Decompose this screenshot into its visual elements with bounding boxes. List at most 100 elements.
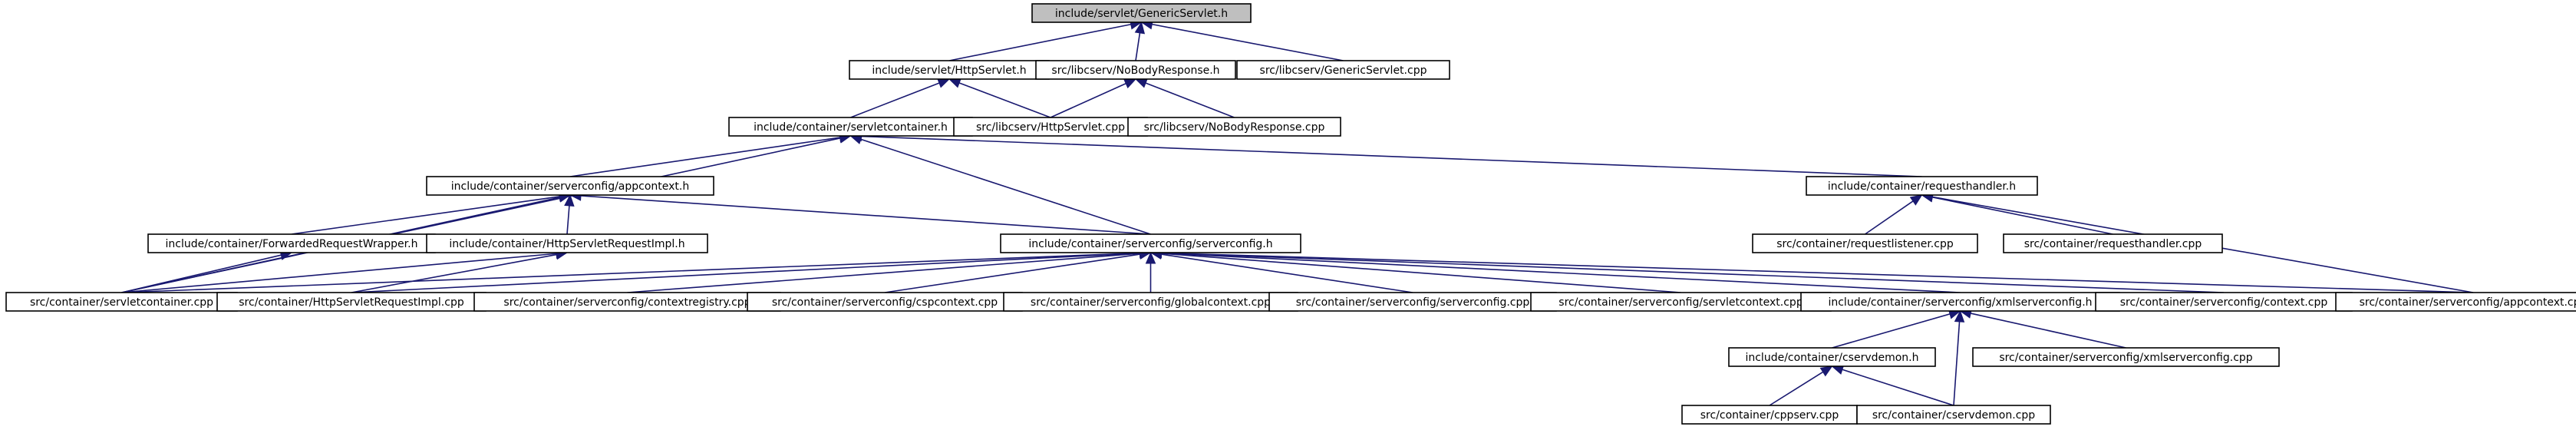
dependency-edge <box>1161 253 1681 293</box>
graph-node[interactable]: include/container/ForwardedRequestWrappe… <box>147 233 436 253</box>
graph-node[interactable]: src/container/serverconfig/xmlserverconf… <box>1972 347 2280 367</box>
node-label[interactable]: src/libcserv/NoBodyResponse.h <box>1051 64 1219 77</box>
edge-arrowhead <box>948 78 961 88</box>
node-label[interactable]: src/container/cservdemon.cpp <box>1872 409 2035 422</box>
graph-node[interactable]: src/container/HttpServletRequestImpl.cpp <box>216 292 487 312</box>
node-label[interactable]: include/container/HttpServletRequestImpl… <box>449 238 684 250</box>
node-box[interactable] <box>728 117 973 137</box>
node-label[interactable]: include/servlet/HttpServlet.h <box>872 64 1026 77</box>
dependency-edge <box>1161 252 2474 293</box>
node-label[interactable]: src/container/cppserv.cpp <box>1700 409 1839 422</box>
graph-node[interactable]: src/container/serverconfig/globalcontext… <box>1003 292 1298 312</box>
node-label[interactable]: src/container/serverconfig/cspcontext.cp… <box>772 296 998 309</box>
graph-node[interactable]: src/container/requesthandler.cpp <box>2003 233 2223 253</box>
graph-node[interactable]: include/container/cservdemon.h <box>1728 347 1936 367</box>
node-label[interactable]: src/container/serverconfig/servletcontex… <box>1558 296 1803 309</box>
node-label[interactable]: src/container/serverconfig/serverconfig.… <box>1296 296 1530 309</box>
node-box[interactable] <box>1003 292 1298 312</box>
graph-node[interactable]: src/libcserv/HttpServlet.cpp <box>953 117 1148 137</box>
edge-arrowhead <box>937 78 951 88</box>
graph-node[interactable]: src/container/servletcontainer.cpp <box>5 292 238 312</box>
node-label[interactable]: src/container/serverconfig/globalcontext… <box>1031 296 1271 309</box>
graph-node[interactable]: src/libcserv/NoBodyResponse.h <box>1035 60 1236 80</box>
node-label[interactable]: include/container/servletcontainer.h <box>754 121 948 134</box>
dependency-edge <box>1152 23 1344 61</box>
dependency-edge <box>1161 253 1413 293</box>
dependency-edge <box>884 253 1140 293</box>
node-box[interactable] <box>2335 292 2576 312</box>
dependency-edge <box>1769 371 1824 406</box>
graph-node[interactable]: src/container/cppserv.cpp <box>1681 405 1858 425</box>
dependency-edge <box>1145 82 1235 118</box>
node-label[interactable]: include/container/ForwardedRequestWrappe… <box>166 238 418 250</box>
graph-node[interactable]: include/container/servletcontainer.h <box>728 117 973 137</box>
graph-node[interactable]: include/container/serverconfig/xmlserver… <box>1800 292 2120 312</box>
graph-node[interactable]: include/container/serverconfig/appcontex… <box>426 176 714 196</box>
node-box[interactable] <box>426 176 714 196</box>
dependency-edge <box>1135 32 1141 61</box>
graph-node[interactable]: src/container/requestlistener.cpp <box>1752 233 1978 253</box>
dependency-edge <box>351 252 1140 293</box>
graph-node[interactable]: src/container/serverconfig/cspcontext.cp… <box>747 292 1023 312</box>
dependency-edge <box>291 196 560 235</box>
node-label[interactable]: src/container/serverconfig/context.cpp <box>2120 296 2328 309</box>
node-box[interactable] <box>1806 176 2038 196</box>
graph-node[interactable]: include/container/requesthandler.h <box>1806 176 2038 196</box>
dependency-edge <box>1953 321 1961 406</box>
graph-node[interactable]: include/servlet/HttpServlet.h <box>849 60 1050 80</box>
graph-node[interactable]: include/servlet/GenericServlet.h <box>1031 3 1252 23</box>
node-label[interactable]: src/container/serverconfig/contextregist… <box>503 296 750 309</box>
node-box[interactable] <box>1681 405 1858 425</box>
edges-layer <box>121 19 2474 406</box>
graph-node[interactable]: include/container/HttpServletRequestImpl… <box>426 233 708 253</box>
dependency-edge <box>1832 313 1951 349</box>
node-box[interactable] <box>1035 60 1236 80</box>
node-box[interactable] <box>426 233 708 253</box>
node-label[interactable]: src/container/requestlistener.cpp <box>1776 238 1954 250</box>
dependency-edge <box>948 23 1131 61</box>
node-label[interactable]: include/container/serverconfig/xmlserver… <box>1828 296 2092 309</box>
graph-node[interactable]: src/container/serverconfig/appcontext.cp… <box>2335 292 2576 312</box>
node-label[interactable]: include/container/cservdemon.h <box>1745 352 1918 364</box>
dependency-edge <box>121 253 557 293</box>
node-label[interactable]: src/libcserv/GenericServlet.cpp <box>1260 64 1427 77</box>
node-label[interactable]: include/container/requesthandler.h <box>1828 180 2016 193</box>
graph-node[interactable]: src/libcserv/NoBodyResponse.cpp <box>1127 117 1341 137</box>
node-box[interactable] <box>1728 347 1936 367</box>
node-label[interactable]: src/container/requesthandler.cpp <box>2024 238 2202 250</box>
node-label[interactable]: src/container/HttpServletRequestImpl.cpp <box>239 296 464 309</box>
node-box[interactable] <box>1268 292 1557 312</box>
node-label[interactable]: src/container/servletcontainer.cpp <box>30 296 213 309</box>
dependency-edge <box>1842 369 1954 406</box>
node-label[interactable]: src/container/serverconfig/appcontext.cp… <box>2360 296 2576 309</box>
graph-node[interactable]: src/container/serverconfig/servletcontex… <box>1530 292 1832 312</box>
node-box[interactable] <box>1856 405 2051 425</box>
node-label[interactable]: src/libcserv/HttpServlet.cpp <box>976 121 1125 134</box>
graph-node[interactable]: src/libcserv/GenericServlet.cpp <box>1236 60 1450 80</box>
node-label[interactable]: include/container/serverconfig/appcontex… <box>451 180 690 193</box>
node-box[interactable] <box>1236 60 1450 80</box>
node-box[interactable] <box>747 292 1023 312</box>
node-label[interactable]: src/container/serverconfig/xmlserverconf… <box>1999 352 2252 364</box>
node-box[interactable] <box>147 233 436 253</box>
graph-node[interactable]: src/container/serverconfig/contextregist… <box>473 292 781 312</box>
node-box[interactable] <box>2003 233 2223 253</box>
node-box[interactable] <box>1972 347 2280 367</box>
node-label[interactable]: include/servlet/GenericServlet.h <box>1055 8 1228 20</box>
node-box[interactable] <box>5 292 238 312</box>
graph-node[interactable]: src/container/cservdemon.cpp <box>1856 405 2051 425</box>
node-box[interactable] <box>1800 292 2120 312</box>
node-label[interactable]: include/container/serverconfig/servercon… <box>1028 238 1272 250</box>
node-box[interactable] <box>1752 233 1978 253</box>
node-box[interactable] <box>1127 117 1341 137</box>
root-node-box[interactable] <box>1031 3 1252 23</box>
dependency-edge <box>121 252 1140 293</box>
node-label[interactable]: src/libcserv/NoBodyResponse.cpp <box>1144 121 1325 134</box>
node-box[interactable] <box>953 117 1148 137</box>
graph-node[interactable]: src/container/serverconfig/serverconfig.… <box>1268 292 1557 312</box>
dependency-edge <box>1932 197 2113 235</box>
graph-node[interactable]: src/container/serverconfig/context.cpp <box>2095 292 2353 312</box>
graph-node[interactable]: include/container/serverconfig/servercon… <box>1000 233 1301 253</box>
node-box[interactable] <box>1000 233 1301 253</box>
